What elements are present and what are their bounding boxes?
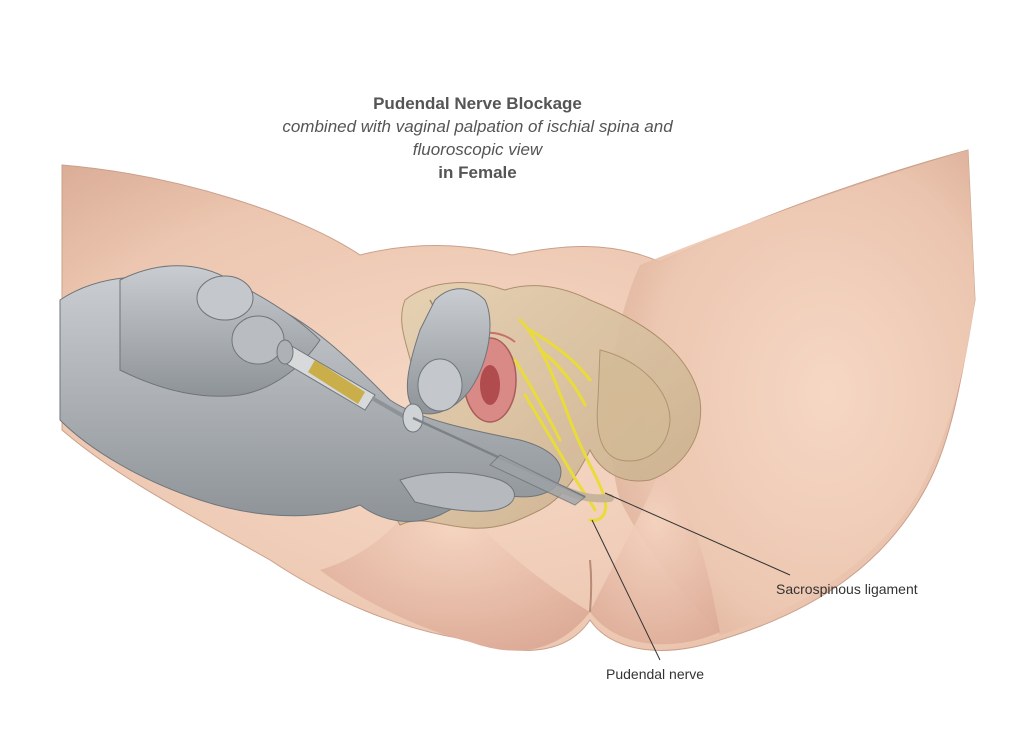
diagram-subtitle-line1: combined with vaginal palpation of ischi… xyxy=(282,117,673,136)
leader-line-pudendal xyxy=(591,519,661,661)
leader-line-sacrospinous xyxy=(604,492,791,576)
label-sacrospinous-ligament: Sacrospinous ligament xyxy=(776,581,918,597)
needle-guide xyxy=(402,403,586,506)
label-pudendal-nerve: Pudendal nerve xyxy=(606,666,705,682)
title-block: Pudendal Nerve Blockage combined with va… xyxy=(0,92,955,184)
gloved-hand-syringe xyxy=(119,265,491,415)
diagram-title: Pudendal Nerve Blockage xyxy=(373,94,582,113)
diagram-subtitle-footer: in Female xyxy=(438,163,517,182)
diagram-subtitle-line2: fluoroscopic view xyxy=(412,140,543,159)
